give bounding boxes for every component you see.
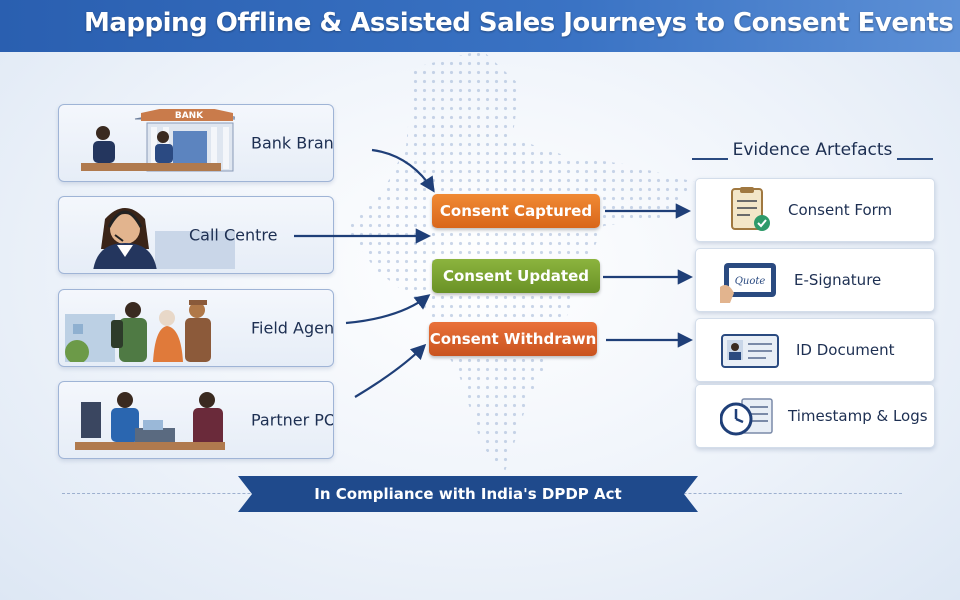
artefact-label: E-Signature — [794, 271, 882, 289]
source-label: Call Centre — [189, 225, 278, 245]
ribbon-shape — [238, 476, 698, 512]
event-consent-withdrawn: Consent Withdrawn — [429, 322, 597, 356]
artefact-label: Consent Form — [788, 201, 893, 219]
source-call-centre: Call Centre — [58, 196, 334, 274]
event-consent-updated: Consent Updated — [432, 259, 600, 293]
artefact-label: Timestamp & Logs — [788, 407, 928, 425]
call-centre-agent-illustration — [93, 208, 235, 269]
bank-branch-illustration: BANK — [81, 109, 235, 172]
page-title: Mapping Offline & Assisted Sales Journey… — [84, 8, 954, 38]
artefact-e-signature: Quote E-Signature — [695, 248, 935, 312]
clipboard-check-icon — [731, 187, 770, 231]
arrow-pos-to-withdrawn — [354, 343, 427, 398]
clock-log-icon — [720, 398, 773, 436]
source-partner-pos: Partner POS — [58, 381, 334, 459]
source-field-agent: Field Agent — [58, 289, 334, 367]
artefact-consent-form: Consent Form — [695, 178, 935, 242]
signature-text: Quote — [735, 276, 766, 287]
artefact-label: ID Document — [796, 341, 895, 359]
artefacts-title: Evidence Artefacts — [690, 140, 935, 160]
partner-pos-illustration — [75, 392, 225, 450]
field-agent-illustration — [65, 300, 211, 362]
artefact-id-document: ID Document — [695, 318, 935, 382]
arrow-field-to-updated — [345, 294, 431, 325]
arrow-bank-to-captured — [371, 148, 435, 193]
bank-sign-text: BANK — [175, 111, 204, 121]
compliance-ribbon: In Compliance with India's DPDP Act — [238, 476, 698, 512]
artefact-timestamp-logs: Timestamp & Logs — [695, 384, 935, 448]
source-label: Field Agent — [251, 318, 334, 338]
tablet-signature-icon: Quote — [720, 263, 776, 303]
header-bar: Mapping Offline & Assisted Sales Journey… — [0, 0, 960, 52]
id-card-icon — [721, 334, 779, 368]
source-bank-branch: BANK Bank Branch — [58, 104, 334, 182]
source-label: Partner POS — [251, 410, 333, 430]
source-label: Bank Branch — [251, 133, 334, 153]
event-consent-captured: Consent Captured — [432, 194, 600, 228]
compliance-text: In Compliance with India's DPDP Act — [314, 485, 622, 503]
